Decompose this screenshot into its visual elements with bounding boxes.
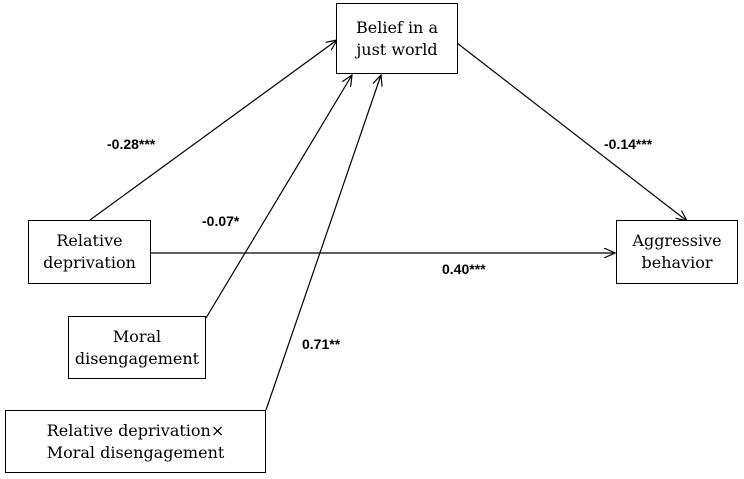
coef-belief-to-ab: -0.14***: [604, 136, 653, 152]
relative-deprivation-line-2: deprivation: [43, 253, 136, 272]
aggressive-behavior-line-1: Aggressive: [632, 231, 722, 250]
coef-rd-to-ab: 0.40***: [442, 261, 486, 277]
aggressive-behavior-line-2: behavior: [641, 253, 713, 272]
arrow-interaction-to-belief: [265, 75, 381, 411]
interaction-line-2: Moral disengagement: [46, 442, 225, 462]
moral-disengagement-box: Moral disengagement: [68, 316, 206, 379]
interaction-box: Relative deprivation× Moral disengagemen…: [5, 410, 266, 473]
coef-rd-to-belief: -0.28***: [107, 136, 156, 152]
belief-box-line-1: Belief in a: [356, 17, 438, 37]
belief-box-line-2: just world: [356, 39, 438, 59]
interaction-line-1: Relative deprivation×: [46, 420, 225, 440]
relative-deprivation-box: Relative deprivation: [28, 220, 151, 284]
arrow-md-to-belief: [205, 75, 352, 319]
moral-disengagement-line-2: disengagement: [74, 348, 200, 368]
arrow-rd-to-belief: [89, 40, 337, 221]
relative-deprivation-line-1: Relative: [56, 231, 123, 250]
coef-interaction-to-belief: 0.71**: [302, 336, 341, 352]
moral-disengagement-line-1: Moral: [112, 326, 162, 346]
arrow-belief-to-ab: [456, 42, 687, 221]
aggressive-behavior-box: Aggressive behavior: [616, 220, 738, 284]
coef-md-to-belief: -0.07*: [202, 213, 240, 229]
belief-in-just-world-box: Belief in a just world: [336, 3, 458, 74]
